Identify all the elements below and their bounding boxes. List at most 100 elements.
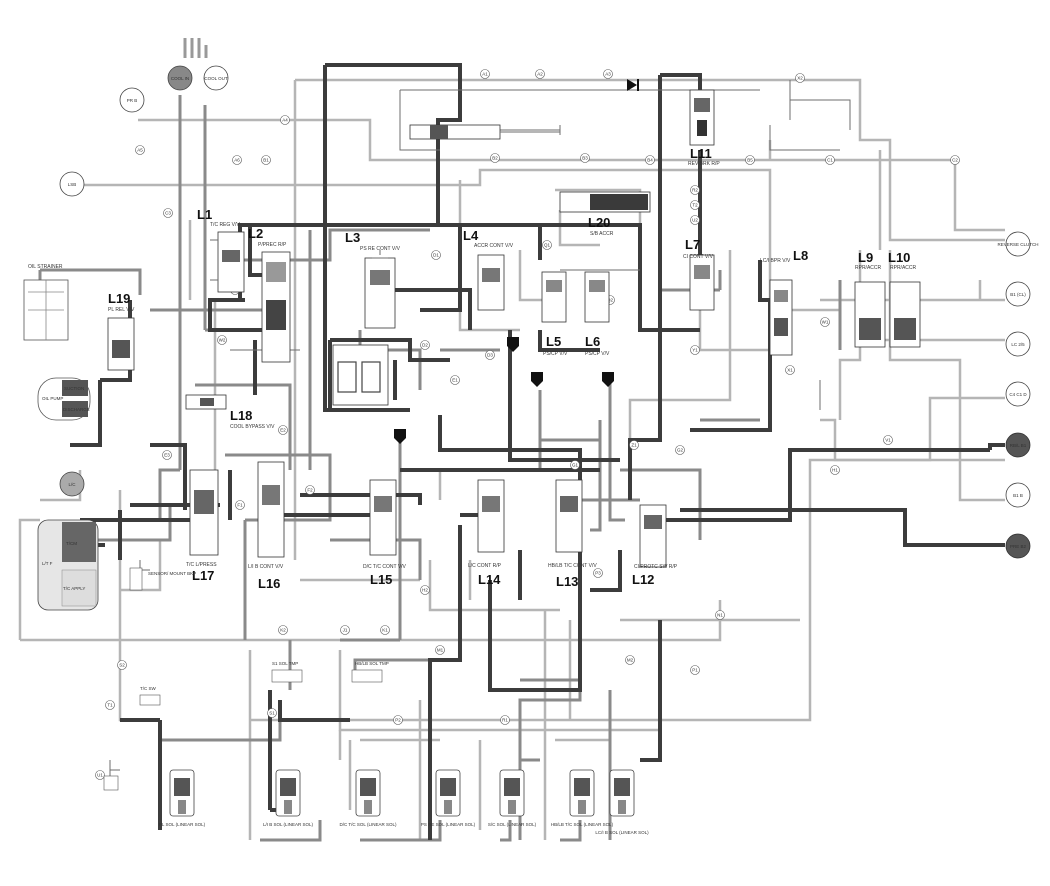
valve-l8 <box>769 279 793 356</box>
line-tag <box>480 69 490 79</box>
check-ball <box>394 429 406 444</box>
line-tag-label: J1 <box>343 628 348 633</box>
port-b1-cl: B1 (CL) <box>1005 281 1031 307</box>
port-label: RB/L B1 <box>1010 443 1027 448</box>
line-tag-label: W2 <box>219 338 226 343</box>
line-tag-label: E3 <box>164 453 170 458</box>
valve-l5 <box>541 271 567 323</box>
valve-l5-name: PS/CP V/V <box>543 351 568 357</box>
line-tag-label: N1 <box>717 613 723 618</box>
line-tag-label: A1 <box>482 72 488 77</box>
valve-l8-id: L8 <box>793 248 808 263</box>
line-tag-label: B4 <box>647 158 653 163</box>
port-cool-in-label: COOL IN <box>171 76 189 81</box>
solenoid-label: HB/LB T/C SOL (LINEAR SOL) <box>551 822 614 827</box>
valve-l1-id: L1 <box>197 207 212 222</box>
line-tag-label: A6 <box>234 158 240 163</box>
check-ball <box>531 372 543 387</box>
line-tag-label: A5 <box>137 148 143 153</box>
suction-label: SUCTION <box>64 386 84 391</box>
line-tag-label: D1 <box>433 253 439 258</box>
top-left-ports: PR B COOL IN COOL OUT LSB L/C <box>59 38 229 497</box>
port-rbl-b1: RB/L B1 <box>1005 432 1031 458</box>
drain-component <box>103 775 119 791</box>
valve-l17-id: L17 <box>192 568 214 583</box>
valve-l7-id: L7 <box>685 237 700 252</box>
torque-converter: T/CM T/C APPLY L/T F <box>37 519 99 611</box>
valve-l3 <box>364 250 396 329</box>
valve-l5-id: L5 <box>546 334 561 349</box>
sol-switch-1-label: S1 SOL TMP <box>272 661 298 666</box>
solenoid-label: LC/I B SOL (LINEAR SOL) <box>595 830 649 835</box>
line-tag-label: F1 <box>237 503 243 508</box>
check-ball <box>507 337 519 352</box>
valve-l6 <box>584 271 610 323</box>
valve-bodies <box>107 89 921 568</box>
oil-pump: OIL PUMP SUCTION DISCHARGE <box>37 377 91 421</box>
solenoid-sc: S/C SOL (LINEAR SOL) <box>488 769 537 827</box>
tc-switch-label: T/C SW <box>140 686 157 691</box>
solenoid-hblb: HB/LB T/C SOL (LINEAR SOL) <box>551 769 614 827</box>
valve-l20 <box>559 191 651 213</box>
valve-l10-id: L10 <box>888 250 910 265</box>
solenoid-row: PL SOL (LINEAR SOL) L/I B SOL (LINEAR SO… <box>159 769 649 835</box>
line-tag-label: U1 <box>97 773 103 778</box>
port-label: B1 B <box>1013 493 1023 498</box>
sol-switch-2-label: HB/LB SOL TMP <box>355 661 389 666</box>
valve-l14-id: L14 <box>478 572 501 587</box>
discharge-label: DISCHARGE <box>63 407 90 412</box>
valve-l2-name: P/PREC R/P <box>258 242 287 248</box>
valve-l13-id: L13 <box>556 574 578 589</box>
sensor-mount: SENSOR/ MOUNT BKP <box>129 567 196 591</box>
line-tag-label: P3 <box>595 571 601 576</box>
valve-l6-name: PS/CP V/V <box>585 351 610 357</box>
valve-l19-id: L19 <box>108 291 130 306</box>
top-cylinder <box>409 124 560 140</box>
port-lc25: LC 2/5 <box>1005 331 1031 357</box>
port-label: REVERSE CLUTCH <box>997 242 1038 247</box>
line-tag-label: A4 <box>282 118 288 123</box>
line-tag-label: E2 <box>280 428 286 433</box>
valve-l15-name: D/C T/C CONT V/V <box>363 564 407 570</box>
solenoid-switch-1: S1 SOL TMP <box>271 661 303 683</box>
line-tag-label: Q2 <box>607 298 614 303</box>
valve-l16-name: L/I B CONT V/V <box>248 564 284 570</box>
valve-l8-name: LC/I BPR V/V <box>760 258 791 264</box>
valve-l10 <box>889 281 921 348</box>
valve-l11-id: L11 <box>690 146 712 161</box>
line-tag-label: X1 <box>787 368 793 373</box>
valve-l6-id: L6 <box>585 334 600 349</box>
valve-l18 <box>185 394 227 410</box>
line-tag-label: F2 <box>307 488 313 493</box>
solenoid-psre: PS RE SOL (LINEAR SOL) <box>421 769 476 827</box>
line-tag-label: K2 <box>280 628 286 633</box>
sensor-label: SENSOR/ MOUNT BKP <box>148 571 196 576</box>
valve-l1-name: T/C REG V/V <box>210 222 240 228</box>
valve-l15-id: L15 <box>370 572 392 587</box>
valve-l13 <box>555 479 583 553</box>
valve-l19 <box>107 317 135 371</box>
valve-l20-name: S/B ACCR <box>590 231 614 237</box>
valve-l2 <box>261 251 291 363</box>
oil-pump-label: OIL PUMP <box>42 396 63 401</box>
valve-l9 <box>854 281 886 348</box>
line-tag-label: H2 <box>422 588 428 593</box>
line-tag-label: V1 <box>885 438 891 443</box>
valve-l14 <box>477 479 505 553</box>
port-prn: PR B <box>119 87 145 113</box>
oil-strainer: OIL STRAINER <box>23 264 69 341</box>
valve-labels: L1 T/C REG V/V L2 P/PREC R/P L3 PS RE CO… <box>108 146 917 591</box>
solenoid-lcib: LC/I B SOL (LINEAR SOL) <box>595 769 649 835</box>
valve-l4-name: ACCR CONT V/V <box>474 243 514 249</box>
line-tag-label: M2 <box>627 658 634 663</box>
line-tag-label: A2 <box>537 72 543 77</box>
port-c4c1d: C4 C1 D <box>1005 381 1031 407</box>
valve-l12-id: L12 <box>632 572 654 587</box>
solenoid-label: PS RE SOL (LINEAR SOL) <box>421 822 476 827</box>
valve-l4-id: L4 <box>463 228 479 243</box>
lt-f-label: L/T F <box>42 561 53 566</box>
valve-l12 <box>639 504 667 568</box>
line-tag-label: T2 <box>692 203 698 208</box>
solenoid-dc: D/C T/C SOL (LINEAR SOL) <box>339 769 397 827</box>
line-tag-label: P2 <box>395 718 401 723</box>
